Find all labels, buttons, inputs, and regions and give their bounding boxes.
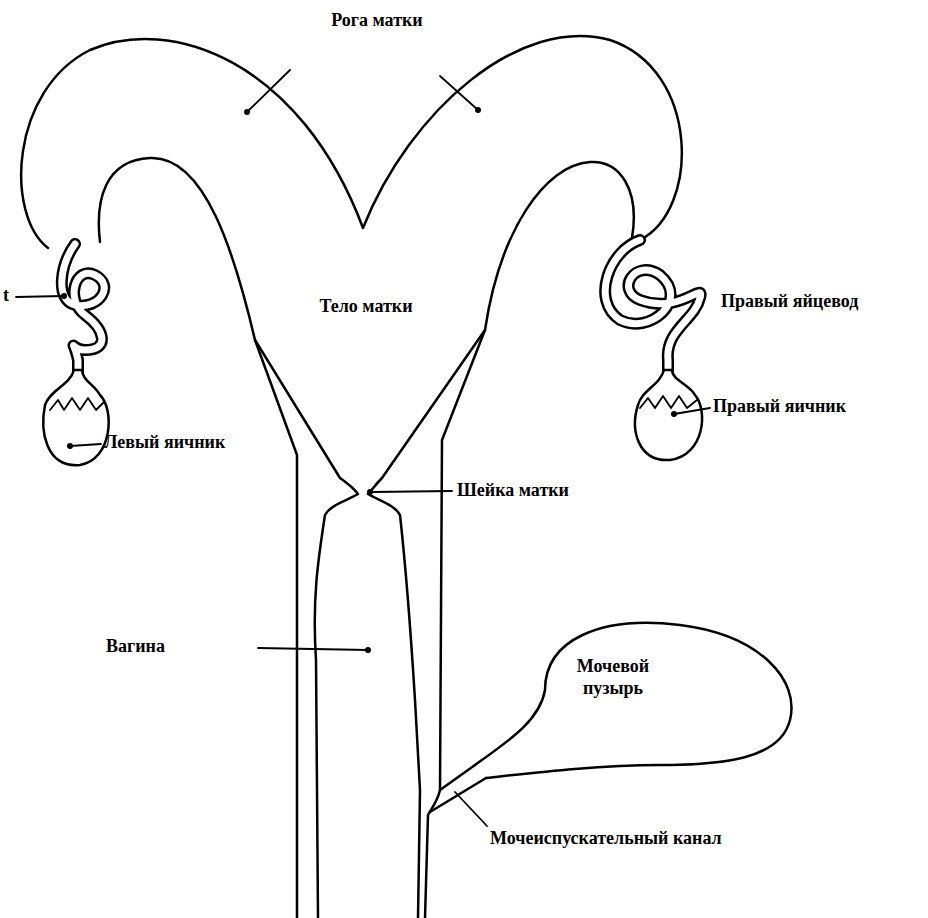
part-label: Мочевой пузырь xyxy=(548,656,678,699)
part-label: Правый яичник xyxy=(713,396,846,418)
part-label: Рога матки xyxy=(331,10,422,32)
part-label: Вагина xyxy=(106,636,165,658)
leader-dots xyxy=(61,107,677,653)
oviduct xyxy=(62,244,104,372)
uterus-outline xyxy=(99,158,358,918)
oviduct xyxy=(605,240,700,372)
part-label: Шейка матки xyxy=(457,480,569,502)
part-label: Левый яичник xyxy=(104,432,225,454)
oviduct xyxy=(62,244,104,372)
ovary xyxy=(635,370,702,460)
vagina-outline xyxy=(425,330,485,918)
uterus-outline xyxy=(21,36,682,248)
ovary-follicles xyxy=(640,396,697,408)
bladder-outline xyxy=(475,623,792,778)
part-label: Тело матки xyxy=(319,296,412,318)
part-label: t xyxy=(3,285,9,307)
urethra xyxy=(430,765,486,812)
ovary xyxy=(43,370,108,465)
uterus-outline xyxy=(368,162,634,918)
ovary-follicles xyxy=(50,398,104,410)
part-label: Мочеиспускательный канал xyxy=(490,828,722,850)
leader-lines xyxy=(16,70,710,826)
part-label: Правый яйцевод xyxy=(721,291,858,313)
vagina-outline xyxy=(255,340,297,918)
oviduct xyxy=(605,240,700,372)
